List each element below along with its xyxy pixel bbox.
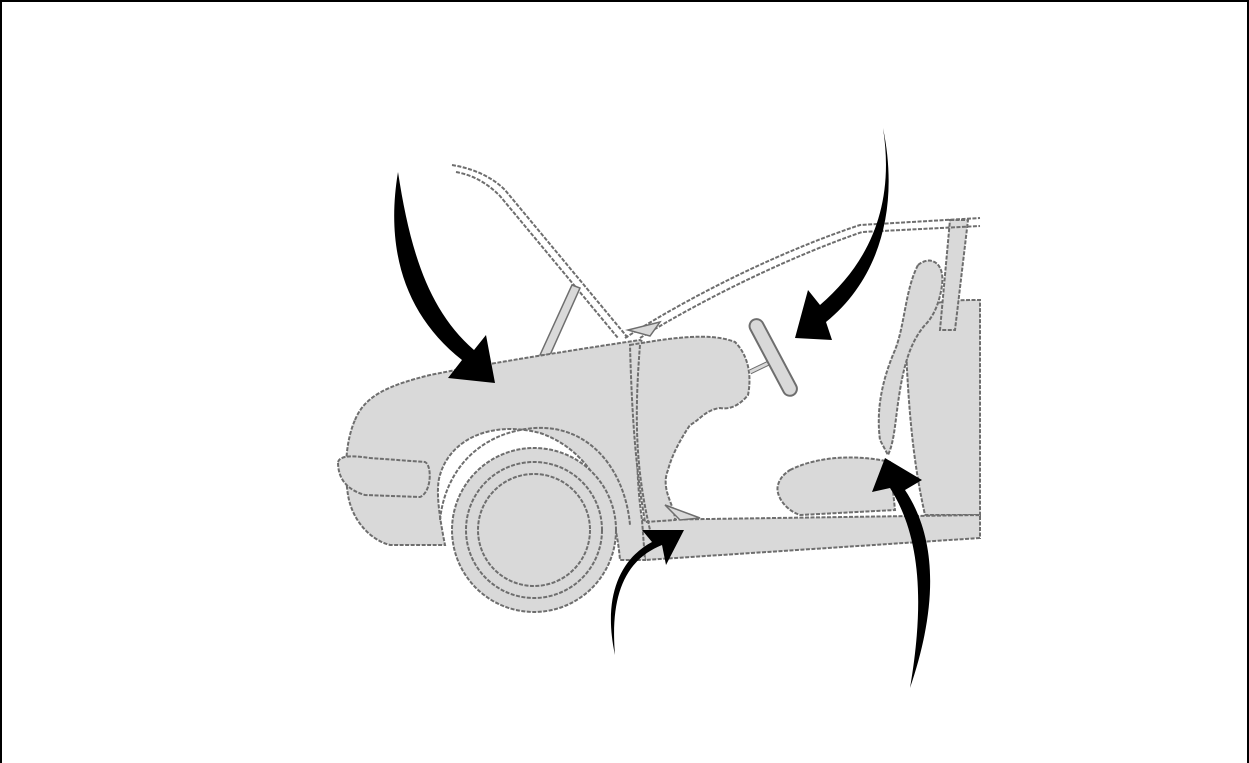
hinge-pillar-dash — [630, 337, 749, 522]
front-wheel — [452, 448, 616, 612]
rocker-panel — [640, 515, 980, 560]
rear-body — [777, 220, 980, 515]
hood-prop-rod — [540, 285, 580, 355]
steering-wheel — [747, 317, 799, 399]
arrow-hood-fender — [394, 172, 495, 383]
open-hood — [452, 165, 628, 355]
arrow-steering-dash — [795, 128, 889, 340]
